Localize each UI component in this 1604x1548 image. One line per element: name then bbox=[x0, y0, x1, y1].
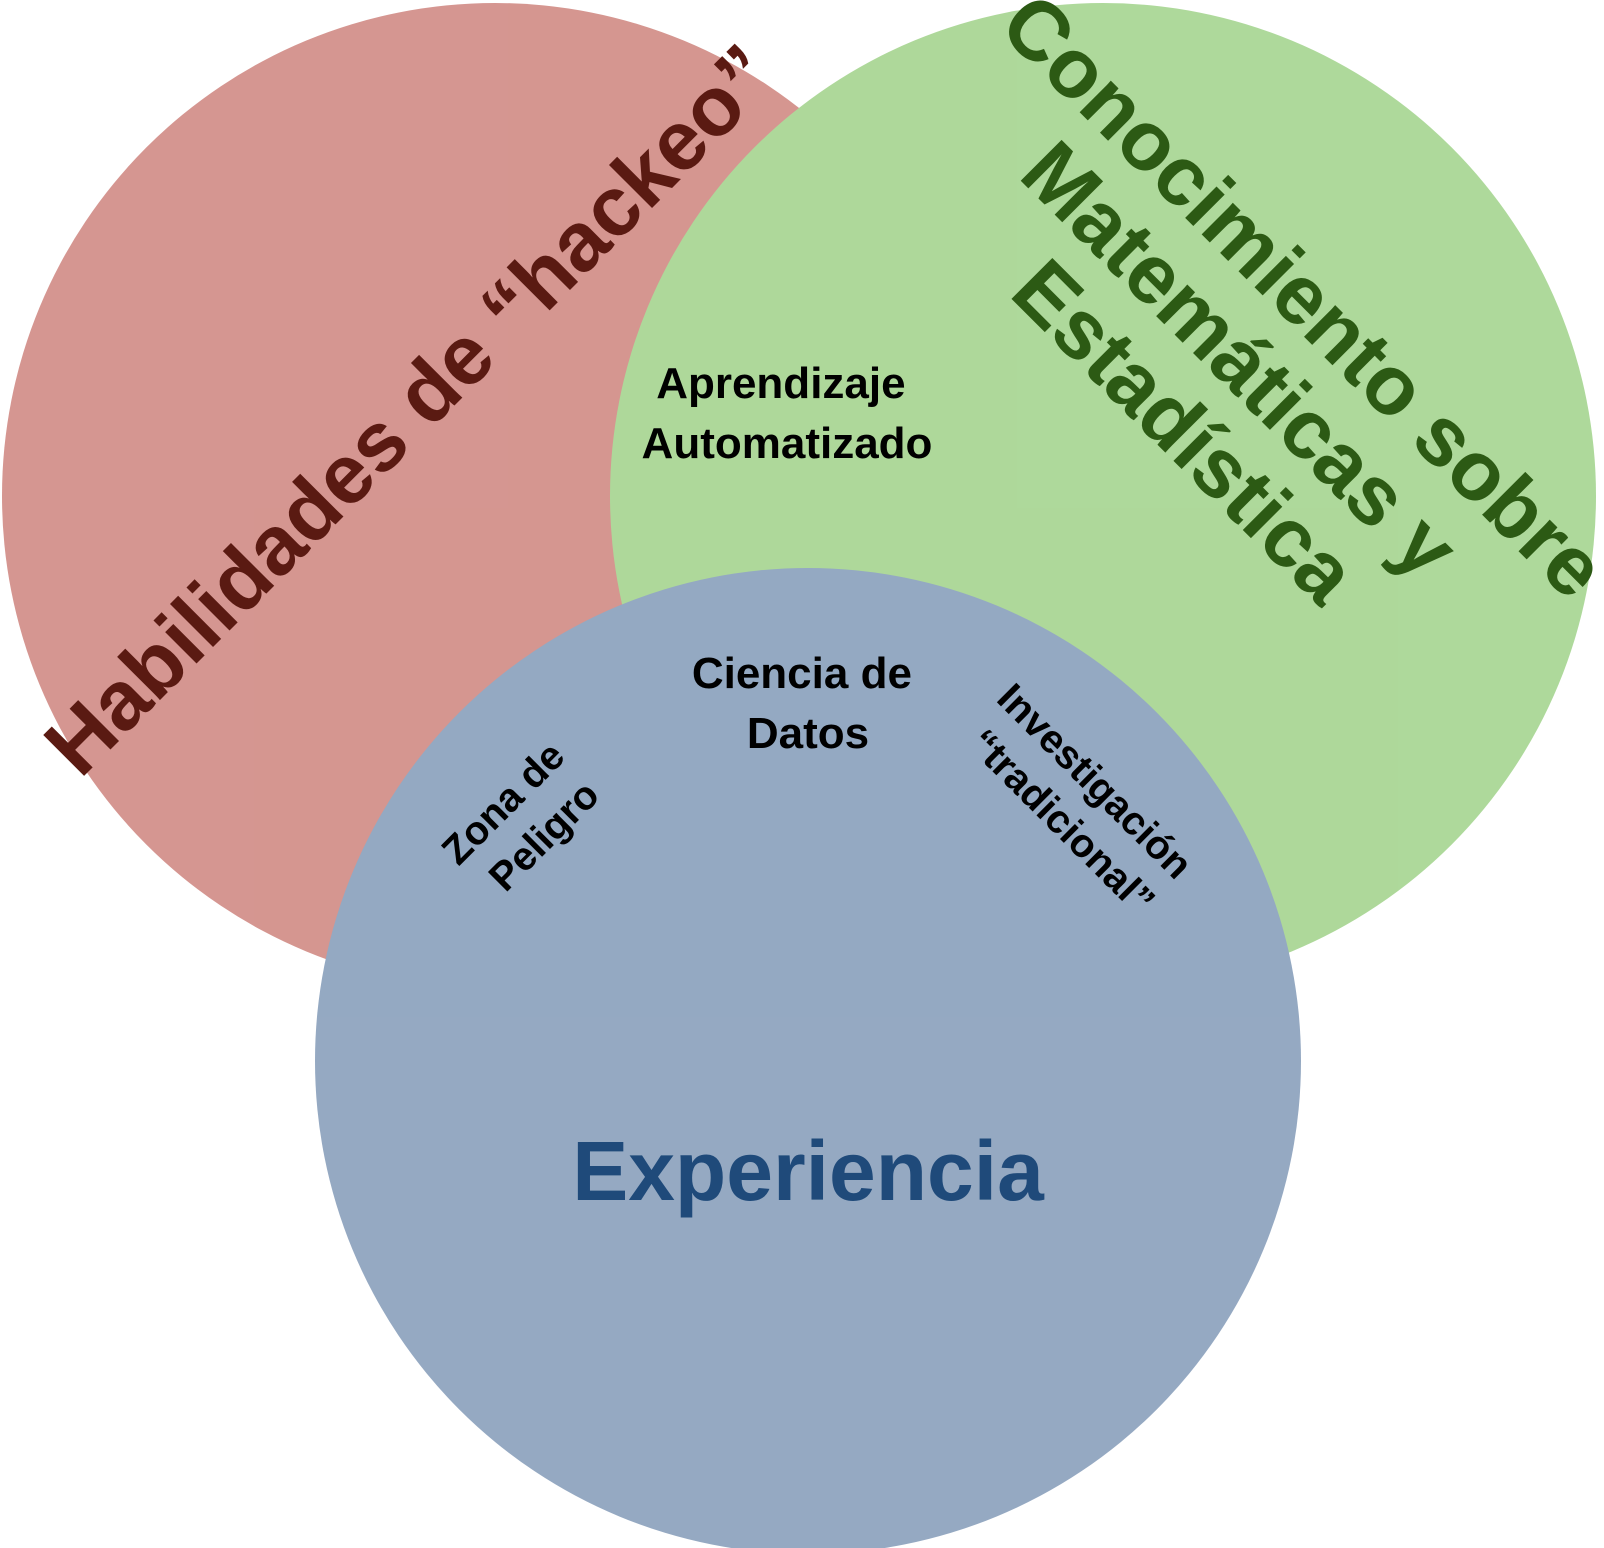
label-data-science: Ciencia de Datos bbox=[692, 649, 924, 758]
label-expertise: Experiencia bbox=[572, 1124, 1045, 1218]
label-machine-learning: Aprendizaje Automatizado bbox=[642, 359, 933, 468]
circle-expertise bbox=[315, 568, 1301, 1548]
